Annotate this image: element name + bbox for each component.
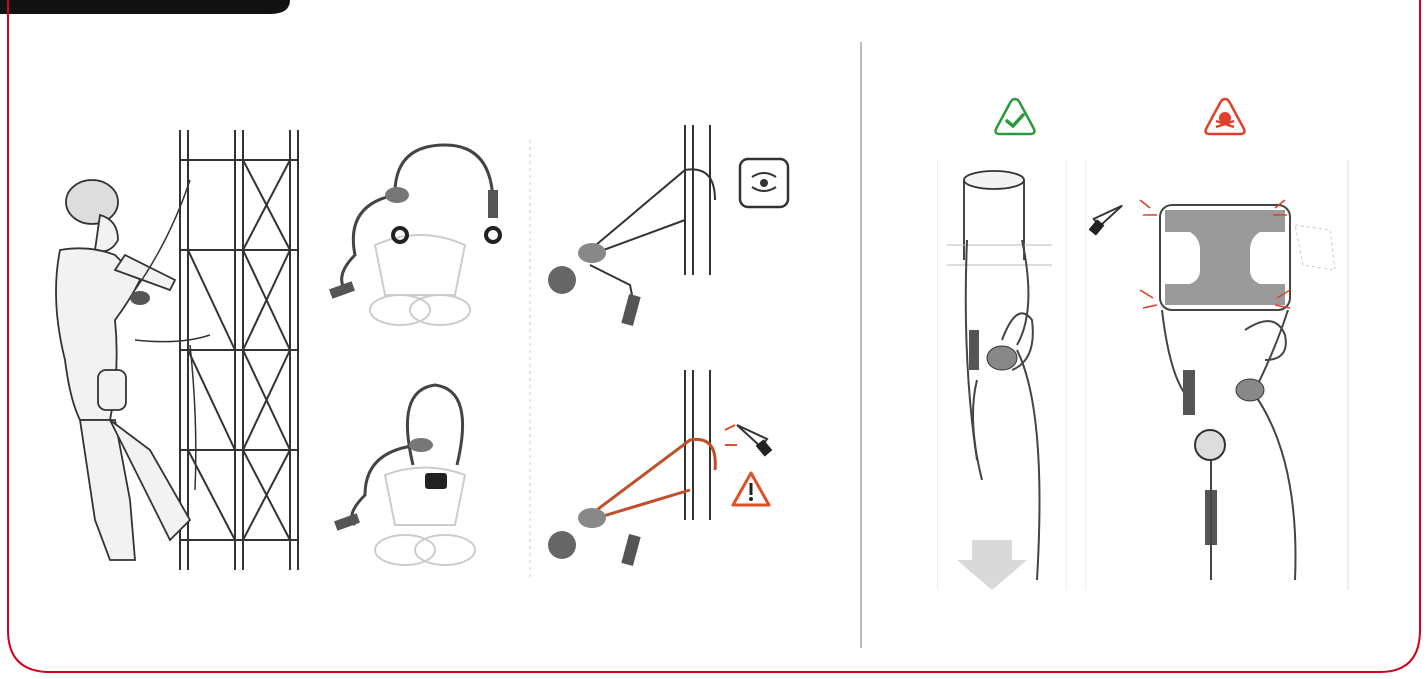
lanyard-harness-icon [325, 135, 515, 345]
left-section [40, 120, 840, 590]
saw-icon [733, 417, 773, 457]
check-triangle-icon [992, 95, 1038, 137]
saw-icon [1088, 198, 1126, 236]
lanyard-harness-icon [325, 375, 515, 585]
round-pole-anchor-icon [937, 160, 1067, 590]
eye-inspection-icon [738, 157, 790, 209]
header-tab [0, 0, 290, 14]
climber-with-lanyard-icon [40, 120, 320, 580]
skull-triangle-icon [1202, 95, 1248, 137]
right-section [900, 90, 1380, 600]
exclamation-warning-icon [730, 470, 772, 508]
